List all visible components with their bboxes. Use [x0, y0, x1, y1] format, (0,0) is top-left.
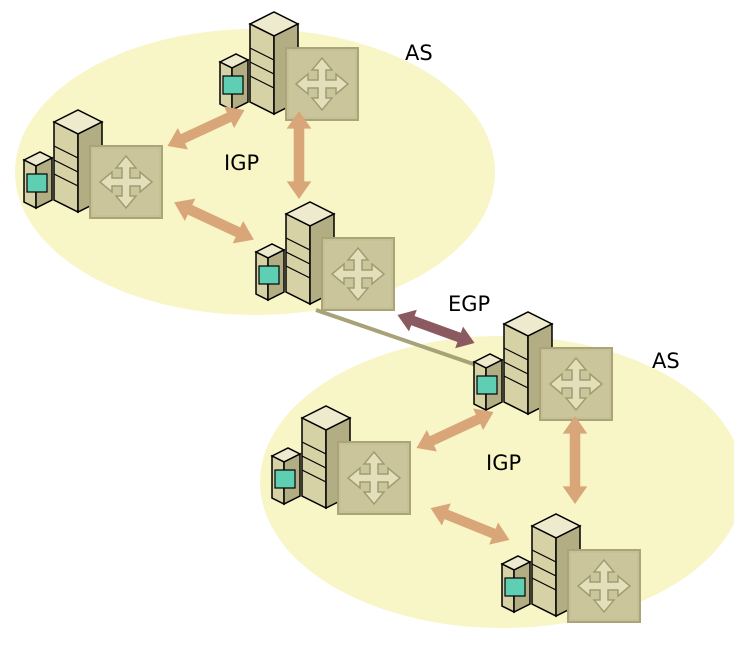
- igp-label-top: IGP: [224, 151, 259, 175]
- egp-label: EGP: [448, 292, 490, 316]
- igp-label-bottom: IGP: [486, 451, 521, 475]
- router-bottom-border[interactable]: [473, 311, 613, 421]
- as-label-bottom: AS: [652, 349, 680, 373]
- router-top-north[interactable]: [219, 11, 359, 121]
- egp-link-line: [315, 308, 483, 369]
- as-label-top: AS: [405, 41, 433, 65]
